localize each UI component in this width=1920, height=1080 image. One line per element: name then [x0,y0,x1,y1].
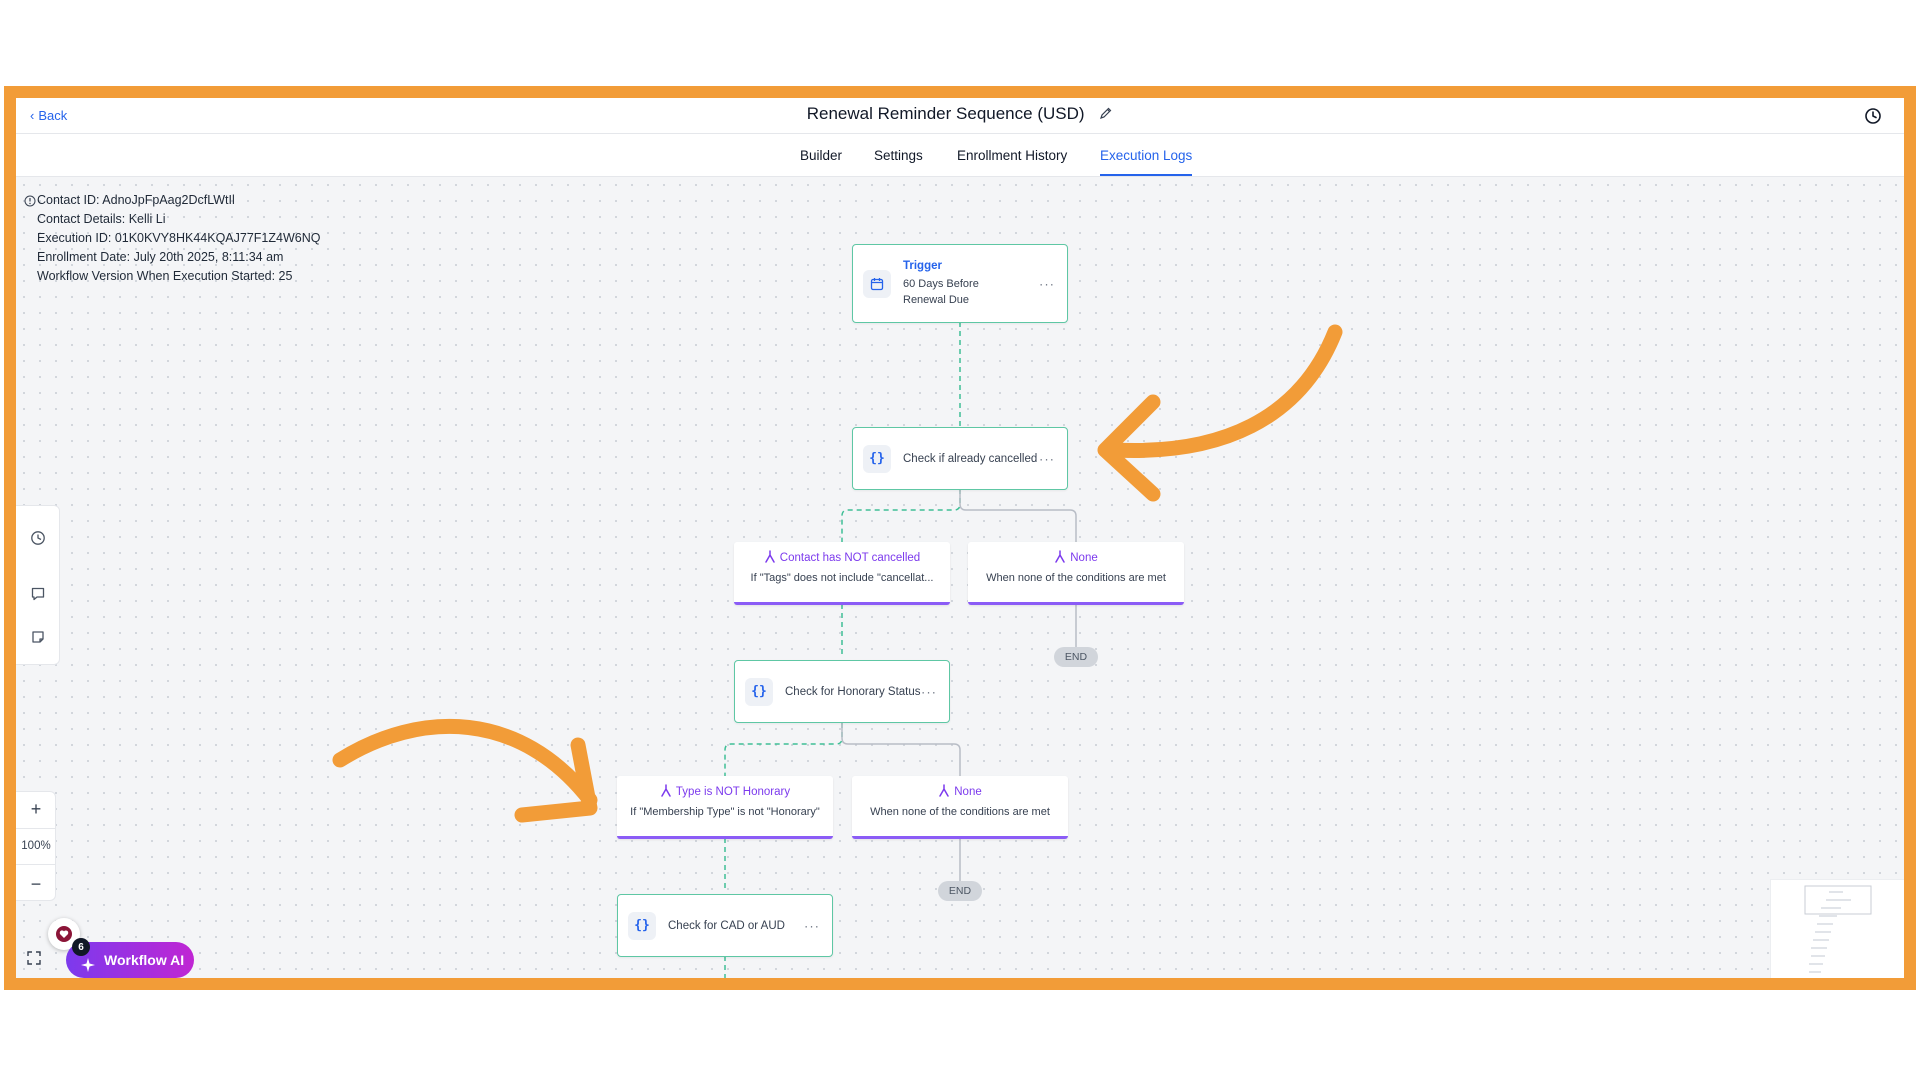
branch-condition: When none of the conditions are met [986,572,1166,584]
trigger-node[interactable]: Trigger 60 Days Before Renewal Due ··· [852,244,1068,323]
history-tool-icon[interactable] [28,528,48,548]
notification-badge: 6 [72,938,90,956]
zoom-divider [16,864,56,865]
tab-builder[interactable]: Builder [800,148,843,163]
history-icon[interactable] [1864,107,1882,130]
zoom-level: 100% [21,840,51,852]
active-tab-indicator [1100,174,1192,176]
check-honorary-node[interactable]: {} Check for Honorary Status ··· [734,660,950,723]
branch-icon [764,550,776,566]
more-options-icon[interactable]: ··· [921,684,937,699]
braces-icon: {} [863,444,891,473]
tab-settings[interactable]: Settings [874,148,923,163]
comment-icon[interactable] [28,584,48,604]
calendar-icon [863,269,891,298]
tab-execution-logs[interactable]: Execution Logs [1100,148,1193,163]
execution-info: Contact ID: AdnoJpFpAag2DcfLWtIl Contact… [24,191,321,286]
top-bar: ‹Back Renewal Reminder Sequence (USD) [16,98,1904,134]
branch-title: None [954,786,982,798]
branch-condition: If "Membership Type" is not "Honorary" [630,806,820,818]
branch-condition: When none of the conditions are met [870,806,1050,818]
zoom-out-button[interactable]: − [30,874,42,894]
branch-none-2[interactable]: None When none of the conditions are met [852,776,1068,839]
branch-icon [1054,550,1066,566]
check-cancelled-label: Check if already cancelled [903,452,1038,465]
minimap-preview [1804,885,1872,973]
branch-title: None [1070,552,1098,564]
check-honorary-label: Check for Honorary Status [785,685,921,698]
check-cancelled-node[interactable]: {} Check if already cancelled ··· [852,427,1068,490]
more-options-icon[interactable]: ··· [804,918,820,933]
workflow-ai-label: Workflow AI [104,952,185,968]
canvas-tools-panel [16,505,60,665]
tab-enrollment-history[interactable]: Enrollment History [957,148,1068,163]
enrollment-date: Enrollment Date: July 20th 2025, 8:11:34… [37,250,284,264]
fit-to-screen-icon[interactable] [26,950,42,971]
check-cad-aud-label: Check for CAD or AUD [668,919,785,932]
back-label: Back [38,108,68,123]
more-options-icon[interactable]: ··· [1039,276,1055,291]
workflow-version: Workflow Version When Execution Started:… [37,269,293,283]
branch-title: Contact has NOT cancelled [779,552,921,564]
contact-details: Contact Details: Kelli Li [37,212,166,226]
trigger-subtitle: 60 Days Before Renewal Due [903,278,979,306]
info-icon [24,194,36,213]
sparkle-icon [79,951,97,978]
back-button[interactable]: ‹Back [30,108,67,123]
branch-not-cancelled[interactable]: Contact has NOT cancelled If "Tags" does… [734,542,950,605]
end-marker: END [938,881,982,901]
workflow-title: Renewal Reminder Sequence (USD) [16,104,1904,125]
branch-icon [660,784,672,800]
end-marker: END [1054,647,1098,667]
zoom-in-button[interactable]: + [30,799,42,819]
braces-icon: {} [745,677,773,706]
branch-not-honorary[interactable]: Type is NOT Honorary If "Membership Type… [617,776,833,839]
workflow-ai-button[interactable]: Workflow AI [66,942,194,978]
workflow-title-text: Renewal Reminder Sequence (USD) [806,104,1085,123]
branch-icon [938,784,950,800]
trigger-title: Trigger [903,260,942,272]
workflow-canvas[interactable]: Contact ID: AdnoJpFpAag2DcfLWtIl Contact… [16,177,1904,978]
edit-pencil-icon[interactable] [1099,105,1113,125]
check-cad-aud-node[interactable]: {} Check for CAD or AUD ··· [617,894,833,957]
flow-connectors [724,322,1077,978]
branch-none-1[interactable]: None When none of the conditions are met [968,542,1184,605]
minimap[interactable] [1770,879,1904,978]
branch-title: Type is NOT Honorary [675,786,791,798]
app-window: ‹Back Renewal Reminder Sequence (USD) Bu… [16,98,1904,978]
branch-condition: If "Tags" does not include "cancellat... [750,572,934,584]
tab-bar: Builder Settings Enrollment History Exec… [16,134,1904,177]
zoom-divider [16,828,56,829]
braces-icon: {} [628,911,656,940]
zoom-controls: + 100% − [16,791,56,901]
sticky-note-icon[interactable] [28,627,48,647]
execution-id: Execution ID: 01K0KVY8HK44KQAJ77F1Z4W6NQ [37,231,321,245]
more-options-icon[interactable]: ··· [1039,451,1055,466]
chevron-left-icon: ‹ [30,108,35,123]
contact-id: Contact ID: AdnoJpFpAag2DcfLWtIl [37,193,235,207]
